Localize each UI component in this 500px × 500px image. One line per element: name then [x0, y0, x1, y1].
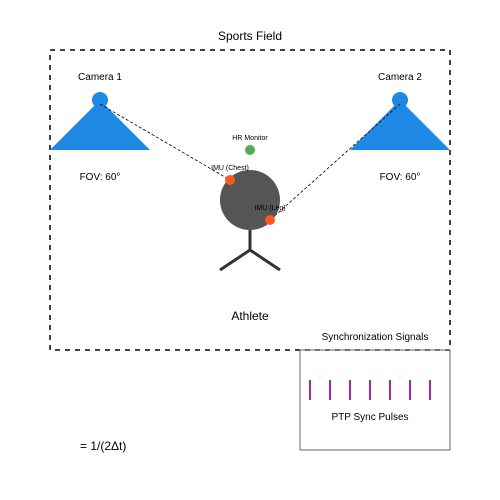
camera-1: Camera 1 FOV: 60°	[50, 72, 150, 183]
athlete-figure	[219, 170, 281, 272]
camera-1-fov-cone	[50, 100, 150, 150]
camera-2-fov: FOV: 60°	[380, 172, 421, 183]
camera-2-label: Camera 2	[378, 72, 422, 83]
camera-1-label: Camera 1	[78, 72, 122, 83]
athlete-left-leg	[219, 248, 251, 272]
sync-pulses-label: PTP Sync Pulses	[331, 412, 408, 423]
field-title: Sports Field	[218, 29, 282, 43]
sync-box	[299, 349, 451, 451]
imu-chest-icon	[225, 175, 235, 185]
hr-monitor-icon	[245, 145, 255, 155]
imu-leg-icon	[265, 215, 275, 225]
camera-2-fov-cone	[350, 100, 450, 150]
imu-leg-label: IMU (Leg)	[254, 205, 285, 212]
hr-monitor-label: HR Monitor	[232, 135, 268, 142]
camera-1-fov: FOV: 60°	[80, 172, 121, 183]
imu-chest-label: IMU (Chest)	[211, 165, 249, 172]
sync-pulses	[309, 380, 431, 400]
camera-2-sightline	[269, 103, 401, 221]
sports-field-boundary	[49, 49, 451, 351]
camera-1-icon	[92, 92, 108, 108]
camera-2: Camera 2 FOV: 60°	[350, 72, 450, 183]
sync-title: Synchronization Signals	[322, 332, 429, 343]
athlete-label: Athlete	[231, 309, 269, 323]
camera-1-sightline	[99, 103, 231, 181]
camera-2-icon	[392, 92, 408, 108]
athlete-head	[220, 170, 280, 230]
athlete-right-leg	[249, 248, 281, 272]
formula-text: = 1/(2Δt)	[80, 439, 126, 453]
